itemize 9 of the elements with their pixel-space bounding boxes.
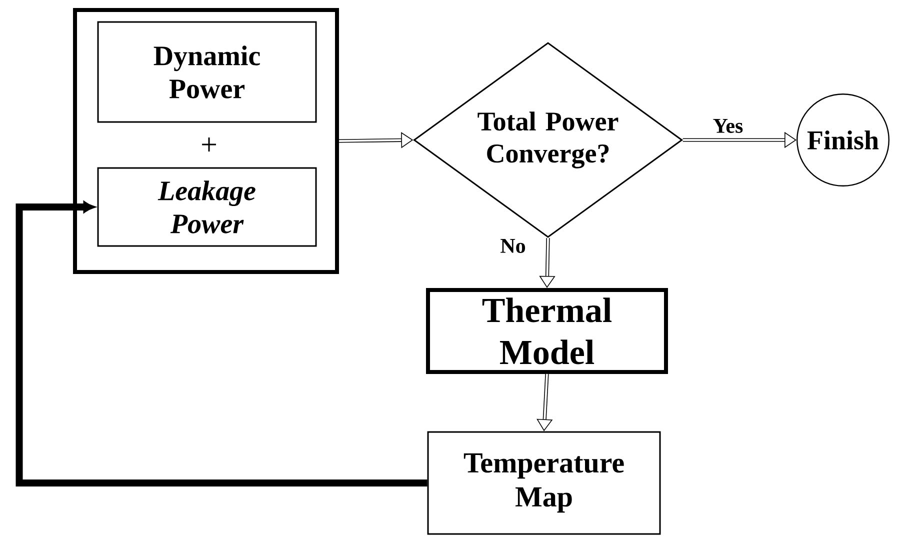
edge-label: Yes [713, 119, 743, 133]
process-box: Temperature Map [427, 431, 661, 535]
plus-sign: + [202, 138, 216, 152]
process-box: Leakage Power [97, 167, 317, 247]
process-box: Dynamic Power [97, 21, 317, 123]
process-box: Thermal Model [426, 288, 668, 374]
edge-label: No [500, 239, 526, 253]
container-box [73, 8, 339, 274]
arrow [16, 201, 428, 486]
